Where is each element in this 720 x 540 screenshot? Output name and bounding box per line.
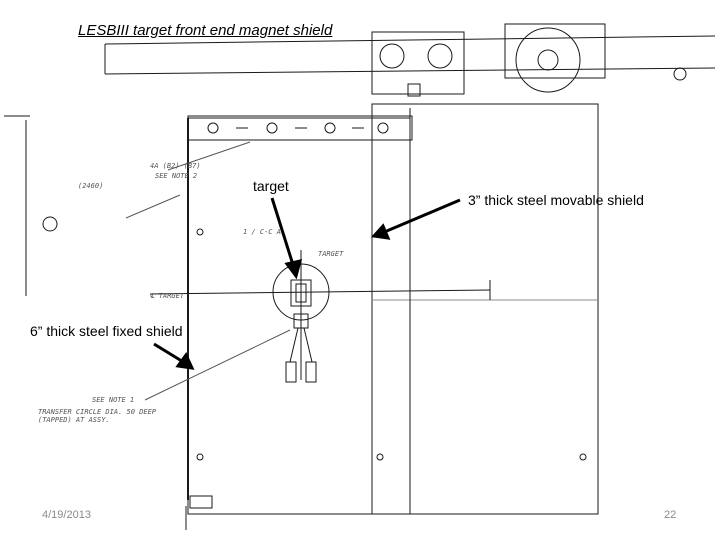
movable-shield-arrow	[381, 198, 461, 235]
fixed-shield-arrow	[153, 342, 186, 365]
pulley-hub	[537, 49, 559, 71]
fixed-shield-outline	[187, 117, 411, 515]
drawing-note: SEE NOTE 1	[92, 396, 135, 404]
trolley-wheel	[427, 43, 453, 69]
trolley-box	[371, 31, 465, 95]
fixed-shield-arrowhead	[175, 352, 195, 370]
target-label: target	[253, 178, 289, 194]
footer-date: 4/19/2013	[42, 509, 91, 521]
drawing-note: (2460)	[78, 182, 104, 190]
top-rail-line	[104, 35, 716, 45]
movable-shield-outline	[371, 103, 599, 515]
page-number: 22	[664, 509, 677, 521]
beam-centerline	[149, 289, 491, 295]
drawing-note: 4A (B2) (B7)	[150, 162, 201, 170]
drawing-note: ℄ TARGET	[150, 292, 184, 300]
pulley-wheel	[515, 27, 581, 93]
drawing-note: SEE NOTE 2	[155, 172, 198, 180]
movable-shield-label: 3” thick steel movable shield	[468, 192, 644, 208]
top-rail-line	[104, 67, 716, 75]
target-arrowhead	[284, 258, 303, 280]
trolley-hook	[407, 83, 421, 97]
bolt-strip	[187, 115, 413, 141]
left-marker	[42, 216, 58, 232]
slide-title: LESBIII target front end magnet shield	[78, 22, 333, 39]
target-arrow	[270, 197, 296, 269]
movable-shield-arrowhead	[371, 223, 391, 240]
trolley-wheel	[379, 43, 405, 69]
fixed-shield-label: 6” thick steel fixed shield	[30, 323, 183, 339]
drawing-note: 1 / C-C A	[243, 228, 281, 236]
drawing-note: TRANSFER CIRCLE DIA. 50 DEEP (TAPPED) AT…	[38, 408, 157, 424]
pulley-marker	[673, 67, 687, 81]
drawing-note: TARGET	[318, 250, 344, 258]
pulley-housing	[504, 23, 606, 79]
